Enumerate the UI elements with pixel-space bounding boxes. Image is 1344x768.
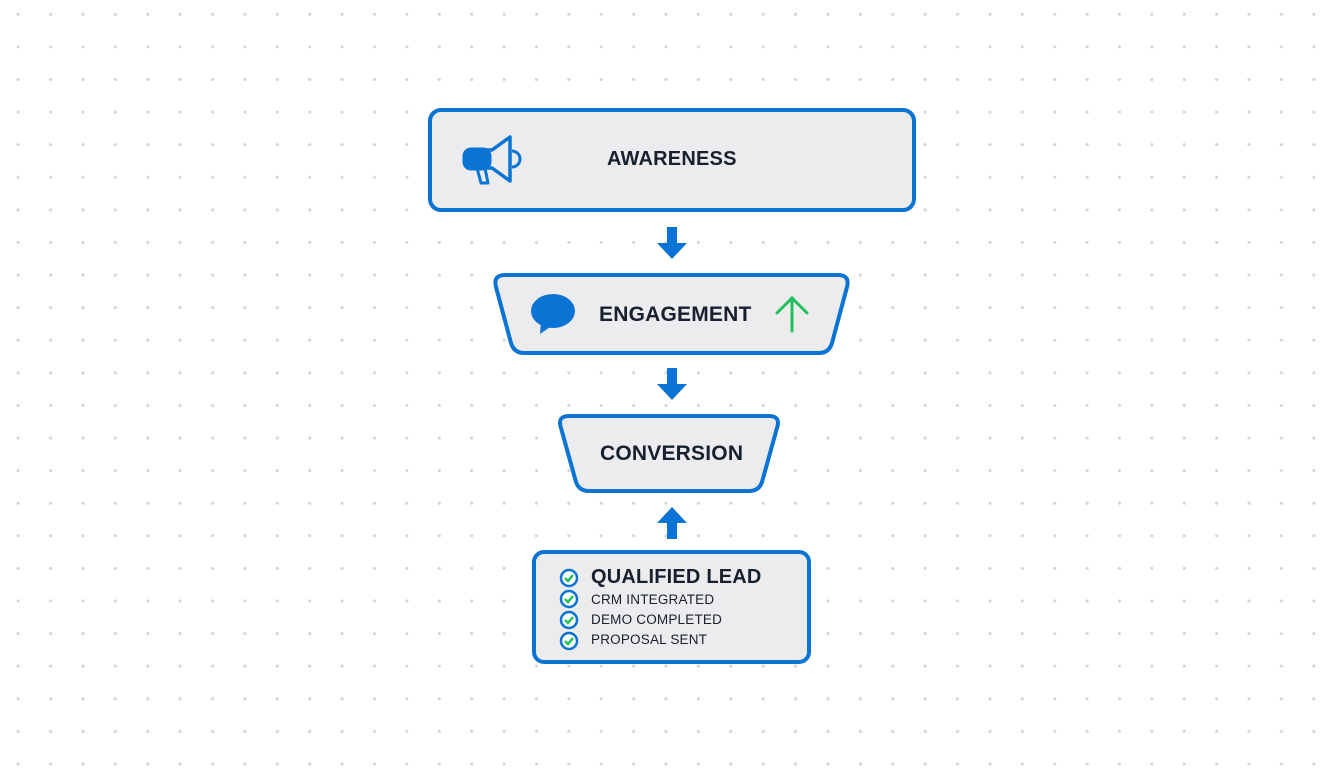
check-circle-icon bbox=[559, 589, 579, 609]
engagement-box bbox=[493, 273, 850, 355]
arrow-down-icon bbox=[657, 368, 687, 400]
check-circle-icon bbox=[559, 631, 579, 651]
check-circle-icon bbox=[559, 568, 579, 588]
qualified-lead-box bbox=[532, 550, 811, 664]
check-icons bbox=[559, 568, 579, 651]
checklist-item: PROPOSAL SENT bbox=[591, 632, 708, 647]
arrow-up-icon bbox=[775, 295, 809, 333]
conversion-box bbox=[558, 414, 780, 493]
stage-label-engagement: ENGAGEMENT bbox=[599, 303, 752, 326]
arrow-down-icon bbox=[657, 227, 687, 259]
megaphone-icon bbox=[462, 135, 522, 185]
speech-bubble-icon bbox=[531, 294, 575, 334]
stage-label-conversion: CONVERSION bbox=[600, 442, 744, 465]
arrow-up-icon bbox=[657, 507, 687, 539]
stage-label-awareness: AWARENESS bbox=[607, 148, 737, 170]
checklist-item: DEMO COMPLETED bbox=[591, 612, 723, 627]
awareness-box bbox=[428, 108, 916, 212]
check-circle-icon bbox=[559, 610, 579, 630]
qualified-lead-title: QUALIFIED LEAD bbox=[591, 566, 762, 588]
checklist-item: CRM INTEGRATED bbox=[591, 592, 715, 607]
